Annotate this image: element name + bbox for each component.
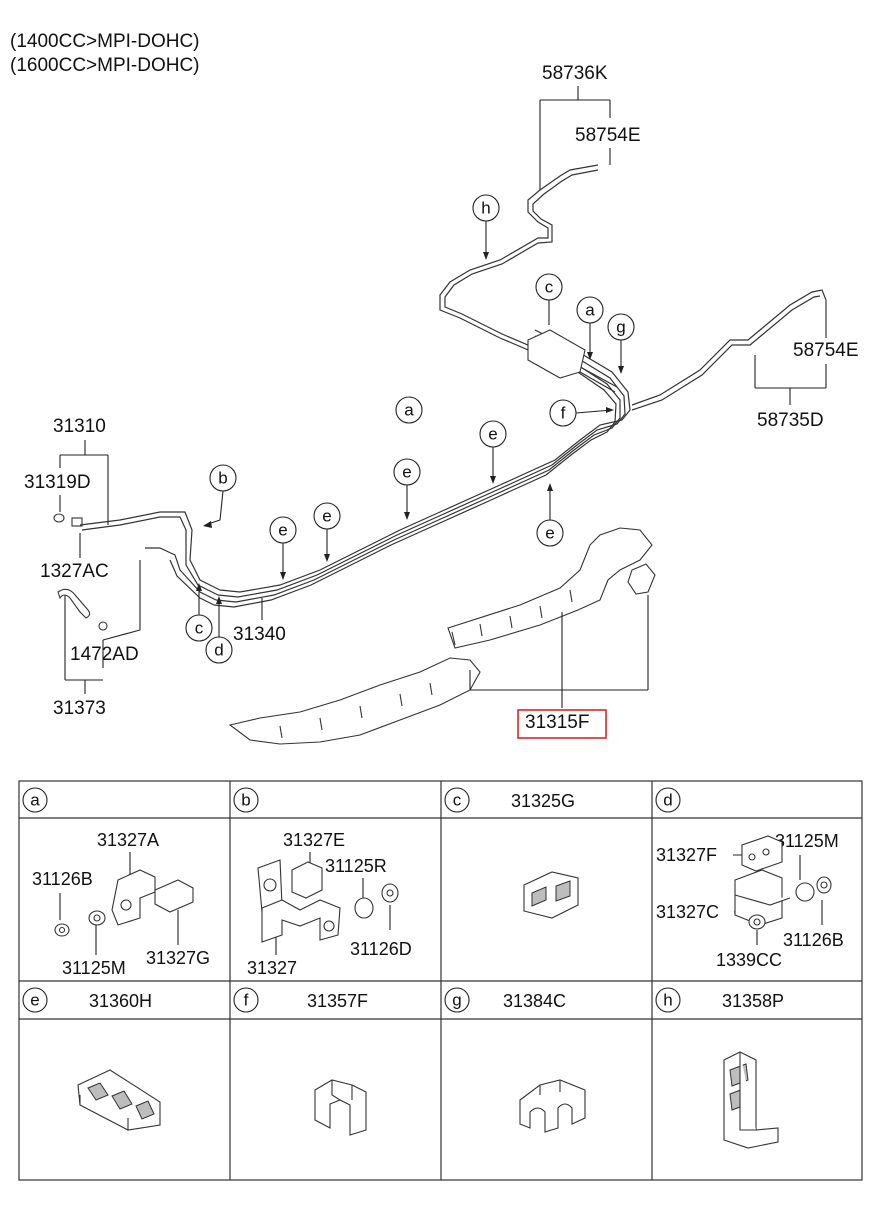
part-label-31126B-d[interactable]: 31126B <box>783 930 844 950</box>
svg-text:b: b <box>241 791 250 810</box>
svg-text:h: h <box>481 199 490 218</box>
svg-text:e: e <box>278 521 287 540</box>
part-label-31126B[interactable]: 31126B <box>32 869 93 889</box>
table-cell-c-header[interactable]: c 31325G <box>444 787 575 813</box>
engine-spec-1400: (1400CC>MPI-DOHC) <box>10 31 200 52</box>
table-cell-f-header[interactable]: f 31357F <box>233 987 368 1013</box>
clip-31384C-drawing <box>519 1079 586 1133</box>
part-label-31327G[interactable]: 31327G <box>146 948 210 968</box>
callout-g[interactable]: g <box>607 313 635 374</box>
callout-f[interactable]: f <box>549 399 614 427</box>
clip-31358P-drawing <box>723 1051 779 1149</box>
bracket-58736K <box>539 86 611 190</box>
table-cell-a-header[interactable]: a <box>22 787 48 813</box>
table-cell-c-body <box>523 871 579 919</box>
callout-e-1[interactable]: e <box>479 420 507 484</box>
part-label-31315F[interactable]: 31315F <box>525 712 589 733</box>
svg-text:g: g <box>452 991 461 1010</box>
bracket-58735D <box>754 300 827 405</box>
part-label-58735D[interactable]: 58735D <box>757 410 824 431</box>
part-label-31125M[interactable]: 31125M <box>62 958 126 978</box>
part-label-58736K[interactable]: 58736K <box>542 63 608 84</box>
part-label-58754E-top[interactable]: 58754E <box>575 125 641 146</box>
svg-text:e: e <box>402 463 411 482</box>
svg-text:b: b <box>218 469 227 488</box>
part-label-31384C: 31384C <box>503 991 566 1011</box>
callout-c-left[interactable]: c <box>185 583 213 642</box>
svg-text:c: c <box>545 278 554 297</box>
svg-text:a: a <box>585 301 595 320</box>
table-cell-d-body: 31327F 31125M 31327C 31126B 1339CC <box>656 831 844 970</box>
part-label-31126D[interactable]: 31126D <box>350 939 412 959</box>
clip-31360H-drawing <box>77 1069 161 1131</box>
bracket-31310 <box>59 440 141 694</box>
part-label-31125R[interactable]: 31125R <box>325 856 387 876</box>
clip-31357F-drawing <box>314 1079 367 1136</box>
part-label-31310[interactable]: 31310 <box>53 416 106 437</box>
fuel-vapor-hose-31373 <box>53 513 108 631</box>
part-label-31325G: 31325G <box>511 791 575 811</box>
callout-e-3[interactable]: e <box>536 483 564 547</box>
callout-a-top[interactable]: a <box>576 296 604 360</box>
fuel-tank-protector-31315F <box>228 527 656 745</box>
part-label-31319D[interactable]: 31319D <box>24 472 91 493</box>
svg-text:h: h <box>663 991 672 1010</box>
svg-text:d: d <box>214 641 223 660</box>
part-label-31358P: 31358P <box>722 991 784 1011</box>
part-label-31327E[interactable]: 31327E <box>283 830 345 850</box>
callout-e-5[interactable]: e <box>269 516 297 580</box>
table-cell-d-header[interactable]: d <box>655 787 681 813</box>
callout-a-center[interactable]: a <box>395 396 423 424</box>
bracket-31315F <box>469 595 649 708</box>
table-cell-b-body: 31327E 31125R 31126D 31327 <box>247 830 412 978</box>
svg-text:f: f <box>561 404 566 423</box>
highlight-box-31315F <box>517 709 607 739</box>
fuel-line-assembly-31340 <box>79 164 827 608</box>
table-cell-g-header[interactable]: g 31384C <box>444 987 566 1013</box>
table-cell-h-header[interactable]: h 31358P <box>655 987 784 1013</box>
table-cell-b-header[interactable]: b <box>233 787 259 813</box>
svg-text:c: c <box>195 619 204 638</box>
part-label-31327[interactable]: 31327 <box>247 958 297 978</box>
part-label-31340[interactable]: 31340 <box>233 624 286 645</box>
part-label-31373[interactable]: 31373 <box>53 698 106 719</box>
part-label-31327F[interactable]: 31327F <box>656 845 717 865</box>
callout-h[interactable]: h <box>472 194 500 260</box>
svg-text:e: e <box>488 425 497 444</box>
part-label-1339CC[interactable]: 1339CC <box>716 950 782 970</box>
svg-text:a: a <box>30 791 40 810</box>
callout-c-top[interactable]: c <box>535 273 563 325</box>
svg-text:e: e <box>322 507 331 526</box>
svg-text:c: c <box>453 791 462 810</box>
part-label-1327AC[interactable]: 1327AC <box>40 561 109 582</box>
part-label-31360H: 31360H <box>89 991 152 1011</box>
part-label-31327A[interactable]: 31327A <box>97 830 159 850</box>
svg-text:d: d <box>663 791 672 810</box>
parts-table <box>18 780 863 1181</box>
callout-e-2[interactable]: e <box>393 458 421 520</box>
table-cell-a-body: 31327A 31126B 31125M 31327G <box>32 830 210 978</box>
callout-b[interactable]: b <box>203 464 237 528</box>
callout-e-4[interactable]: e <box>313 502 341 562</box>
part-label-31125M-d[interactable]: 31125M <box>775 831 839 851</box>
svg-text:e: e <box>30 991 39 1010</box>
part-label-58754E-right[interactable]: 58754E <box>793 340 859 361</box>
svg-text:e: e <box>545 524 554 543</box>
table-cell-e-header[interactable]: e 31360H <box>22 987 152 1013</box>
part-label-1472AD[interactable]: 1472AD <box>70 644 139 665</box>
part-label-31357F: 31357F <box>307 991 368 1011</box>
svg-text:f: f <box>244 991 249 1010</box>
callout-d-left[interactable]: d <box>205 596 233 664</box>
svg-text:a: a <box>404 401 414 420</box>
svg-text:g: g <box>616 318 625 337</box>
engine-spec-1600: (1600CC>MPI-DOHC) <box>10 55 200 76</box>
part-label-31327C[interactable]: 31327C <box>656 902 719 922</box>
